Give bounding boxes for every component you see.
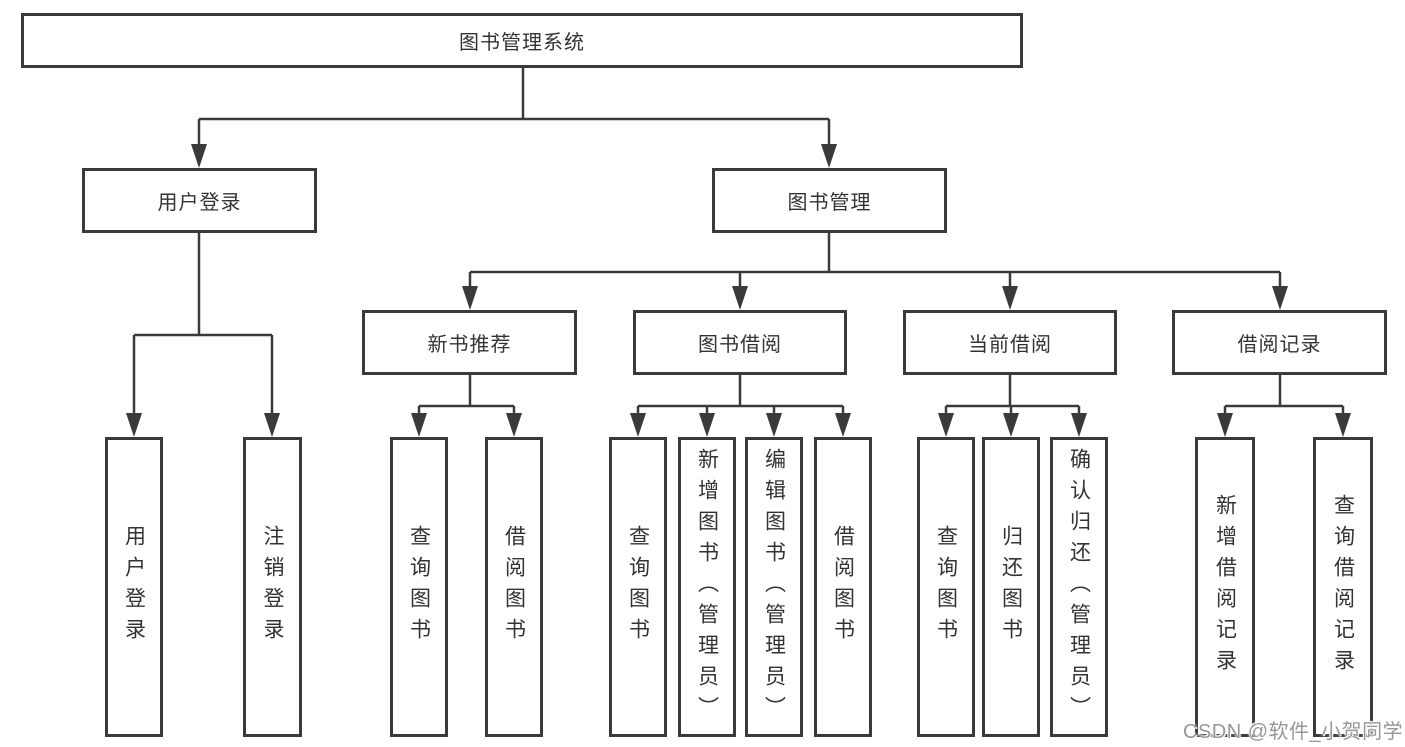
leaf-query-books-3-label: 查询图书 (934, 525, 958, 649)
arrow-down-icon (411, 413, 427, 437)
arrow-down-icon (264, 413, 280, 437)
leaf-edit-book-admin: 编辑图书（管理员） (745, 437, 803, 737)
leaf-logout-label: 注销登录 (261, 525, 284, 649)
leaf-query-books-1-label: 查询图书 (407, 525, 431, 649)
arrow-down-icon (126, 413, 142, 437)
leaf-borrow-books-2: 借阅图书 (814, 437, 872, 737)
node-borrow-records: 借阅记录 (1172, 310, 1387, 375)
leaf-user-login: 用户登录 (105, 437, 163, 737)
arrow-down-icon (766, 413, 782, 437)
arrow-down-icon (1003, 413, 1019, 437)
node-book-borrowing: 图书借阅 (633, 310, 847, 375)
arrow-down-icon (191, 144, 207, 168)
watermark: CSDN @软件_小贺同学 (1183, 721, 1404, 743)
arrow-down-icon (938, 413, 954, 437)
leaf-query-books-1: 查询图书 (390, 437, 448, 737)
arrowhead-group (126, 144, 1351, 437)
arrow-down-icon (506, 413, 522, 437)
arrow-down-icon (821, 144, 837, 168)
leaf-borrow-books-2-label: 借阅图书 (831, 525, 855, 649)
leaf-borrow-books-1: 借阅图书 (485, 437, 543, 737)
leaf-add-book-admin: 新增图书（管理员） (678, 437, 736, 737)
leaf-borrow-books-1-label: 借阅图书 (502, 525, 526, 649)
node-book-management: 图书管理 (712, 168, 947, 233)
arrow-down-icon (1002, 286, 1018, 310)
leaf-query-books-2-label: 查询图书 (626, 525, 650, 649)
node-root: 图书管理系统 (21, 13, 1023, 68)
node-current-borrowing: 当前借阅 (903, 310, 1117, 375)
leaf-user-login-label: 用户登录 (122, 525, 146, 649)
leaf-query-borrow-record: 查询借阅记录 (1313, 437, 1373, 737)
arrow-down-icon (630, 413, 646, 437)
arrow-down-icon (1217, 413, 1233, 437)
leaf-return-book: 归还图书 (982, 437, 1040, 737)
leaf-query-borrow-record-label: 查询借阅记录 (1331, 494, 1355, 680)
leaf-query-books-3: 查询图书 (917, 437, 975, 737)
node-user-login: 用户登录 (82, 168, 317, 233)
leaf-confirm-return-admin-label: 确认归还（管理员） (1067, 447, 1091, 727)
leaf-add-book-admin-label: 新增图书（管理员） (695, 447, 719, 727)
leaf-edit-book-admin-label: 编辑图书（管理员） (762, 447, 786, 727)
arrow-down-icon (835, 413, 851, 437)
leaf-add-borrow-record-label: 新增借阅记录 (1213, 494, 1237, 680)
leaf-return-book-label: 归还图书 (999, 525, 1023, 649)
arrow-down-icon (699, 413, 715, 437)
leaf-add-borrow-record: 新增借阅记录 (1195, 437, 1255, 737)
node-new-book-recommend: 新书推荐 (362, 310, 577, 375)
arrow-down-icon (1272, 286, 1288, 310)
leaf-confirm-return-admin: 确认归还（管理员） (1050, 437, 1108, 737)
arrow-down-icon (462, 286, 478, 310)
leaf-logout: 注销登录 (243, 437, 302, 737)
arrow-down-icon (732, 286, 748, 310)
leaf-query-books-2: 查询图书 (609, 437, 667, 737)
arrow-down-icon (1071, 413, 1087, 437)
arrow-down-icon (1335, 413, 1351, 437)
